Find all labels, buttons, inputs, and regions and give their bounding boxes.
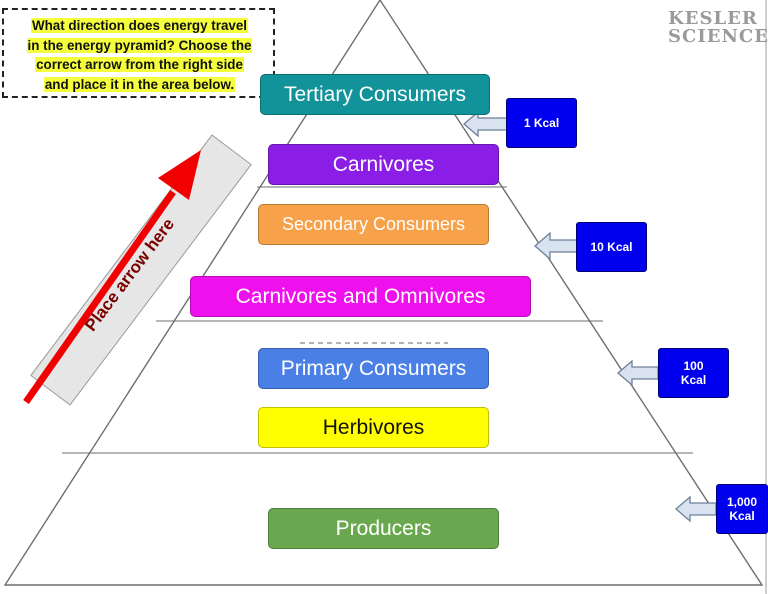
instruction-text: What direction does energy travel in the…	[8, 16, 271, 94]
level-carnivores[interactable]: Carnivores	[268, 144, 499, 185]
energy-label-100-kcal[interactable]: 100 Kcal	[658, 348, 729, 398]
level-producers[interactable]: Producers	[268, 508, 499, 549]
energy-label-3-line2: Kcal	[680, 373, 707, 387]
upward-energy-arrow[interactable]	[23, 150, 201, 405]
logo-line-1: KESLER	[668, 8, 758, 29]
instruction-line-1: What direction does energy travel	[30, 18, 249, 33]
energy-label-1000-kcal[interactable]: 1,000 Kcal	[716, 484, 768, 534]
instruction-line-3: correct arrow from the right side	[35, 57, 244, 72]
level-secondary-consumers[interactable]: Secondary Consumers	[258, 204, 489, 245]
energy-label-2-line1: 10 Kcal	[590, 240, 633, 254]
energy-label-3-line1: 100	[683, 359, 704, 373]
energy-label-1-kcal[interactable]: 1 Kcal	[506, 98, 577, 148]
instruction-line-2: in the energy pyramid? Choose the	[26, 37, 253, 53]
instruction-line-4: and place it in the area below.	[43, 76, 236, 92]
level-herbivores[interactable]: Herbivores	[258, 407, 489, 448]
level-primary-consumers[interactable]: Primary Consumers	[258, 348, 489, 389]
energy-label-4-line1: 1,000	[726, 495, 758, 509]
level-carnivores-and-omnivores[interactable]: Carnivores and Omnivores	[190, 276, 531, 317]
level-tertiary-consumers[interactable]: Tertiary Consumers	[260, 74, 490, 115]
kesler-science-logo: KESLER SCIENCE	[668, 4, 768, 48]
logo-line-2: SCIENCE	[668, 26, 768, 47]
energy-label-1-line1: 1 Kcal	[523, 116, 560, 130]
energy-label-4-line2: Kcal	[729, 509, 755, 523]
energy-label-10-kcal[interactable]: 10 Kcal	[576, 222, 647, 272]
instruction-box: What direction does energy travel in the…	[2, 8, 275, 98]
